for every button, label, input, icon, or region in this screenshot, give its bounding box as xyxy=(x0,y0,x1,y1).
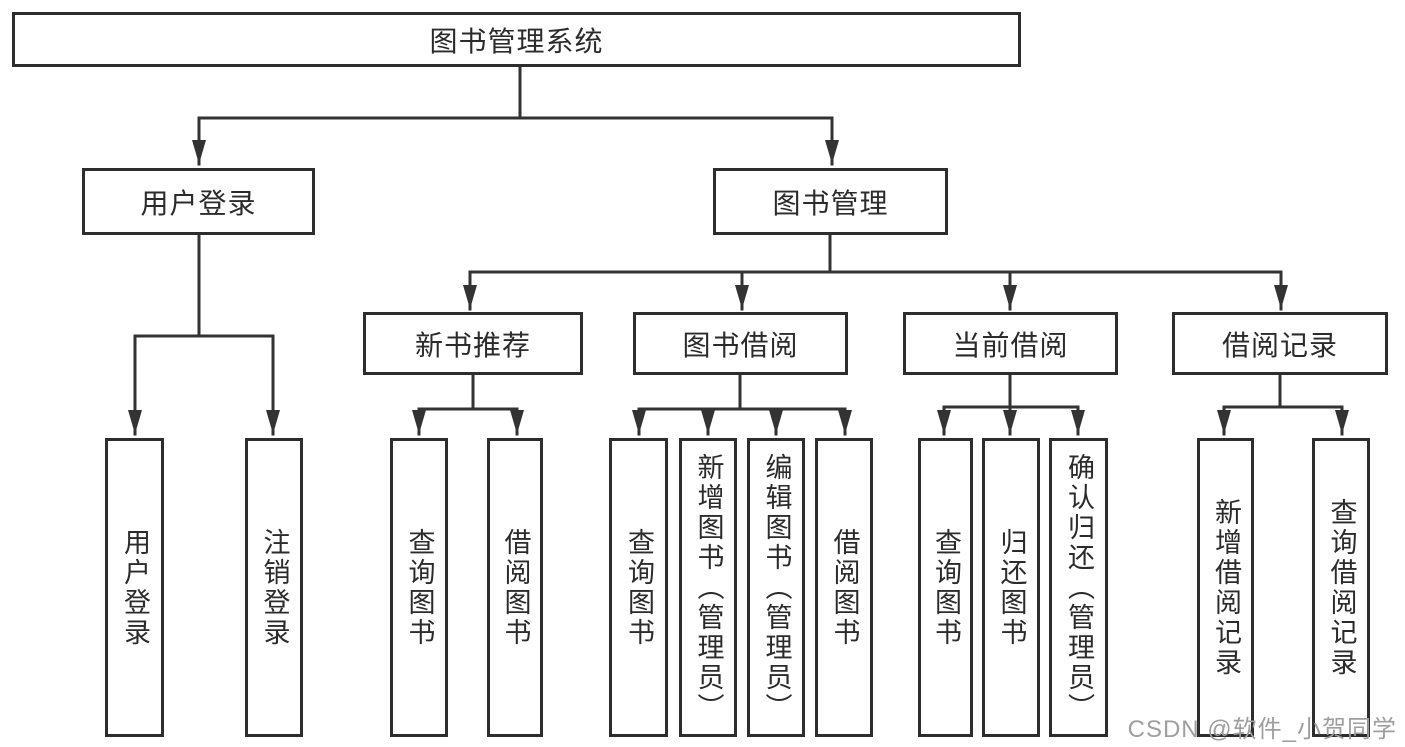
node-book-management: 图书管理 xyxy=(713,168,948,235)
leaf-query-books-borrowing: 查询图书 xyxy=(609,438,668,737)
node-label: 借阅图书 xyxy=(829,527,860,648)
node-borrowing-records: 借阅记录 xyxy=(1172,312,1388,375)
leaf-query-books-recommend: 查询图书 xyxy=(390,438,448,737)
leaf-borrow-books-borrowing: 借阅图书 xyxy=(815,438,873,737)
node-label: 用户登录 xyxy=(120,527,150,648)
node-label: 当前借阅 xyxy=(952,329,1069,361)
leaf-edit-books-admin: 编辑图书（管理员） xyxy=(747,438,805,737)
node-label: 图书管理系统 xyxy=(429,25,604,57)
node-label: 查询图书 xyxy=(931,527,961,648)
leaf-add-books-admin: 新增图书（管理员） xyxy=(679,438,737,737)
node-label: 注销登录 xyxy=(259,527,290,648)
node-label: 查询图书 xyxy=(624,527,654,648)
node-label: 确认归还（管理员） xyxy=(1064,452,1094,723)
node-label: 新增图书（管理员） xyxy=(693,452,724,723)
node-label: 归还图书 xyxy=(996,527,1027,648)
leaf-add-borrow-record: 新增借阅记录 xyxy=(1197,438,1254,737)
node-label: 借阅记录 xyxy=(1221,329,1338,361)
leaf-query-borrow-record: 查询借阅记录 xyxy=(1312,438,1370,737)
node-label: 编辑图书（管理员） xyxy=(761,452,792,723)
node-label: 图书借阅 xyxy=(682,329,799,361)
node-label: 借阅图书 xyxy=(500,527,531,648)
leaf-return-books: 归还图书 xyxy=(982,438,1040,737)
node-label: 新增借阅记录 xyxy=(1211,497,1241,678)
node-book-borrowing: 图书借阅 xyxy=(633,312,848,375)
node-label: 用户登录 xyxy=(140,187,257,219)
watermark: CSDN @软件_小贺同学 xyxy=(1127,716,1397,743)
leaf-logout: 注销登录 xyxy=(245,438,303,737)
connectors xyxy=(128,65,1349,436)
leaf-query-books-current: 查询图书 xyxy=(918,438,973,737)
node-label: 新书推荐 xyxy=(414,329,531,361)
node-label: 图书管理 xyxy=(772,187,889,219)
leaf-user-login: 用户登录 xyxy=(105,438,164,737)
leaf-confirm-return-admin: 确认归还（管理员） xyxy=(1049,438,1108,737)
node-current-borrowing: 当前借阅 xyxy=(903,312,1118,375)
node-label: 查询借阅记录 xyxy=(1326,497,1357,678)
node-user-login: 用户登录 xyxy=(82,168,315,235)
node-new-book-recommend: 新书推荐 xyxy=(363,312,583,375)
node-root: 图书管理系统 xyxy=(12,12,1021,67)
leaf-borrow-books-recommend: 借阅图书 xyxy=(487,438,543,737)
node-label: 查询图书 xyxy=(404,527,435,648)
